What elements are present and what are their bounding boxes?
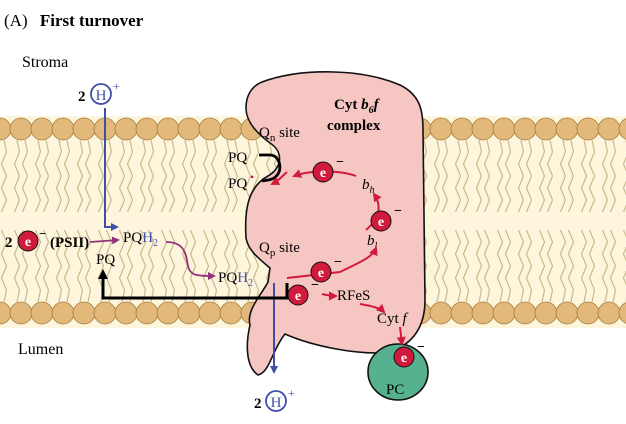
radical-dot: • [250, 170, 254, 184]
lipid-head-stromal [556, 118, 578, 140]
proton-bottom-symbol: H [271, 395, 282, 411]
complex-name-prefix: Cyt [334, 97, 361, 113]
electron-pc-charge: − [417, 340, 425, 355]
lipid-head-lumenal [430, 302, 452, 324]
lipid-head-lumenal [52, 302, 74, 324]
lipid-head-lumenal [115, 302, 137, 324]
lipid-head-lumenal [493, 302, 515, 324]
lipid-head-lumenal [178, 302, 200, 324]
plastocyanin-label: PC [386, 382, 404, 398]
lipid-head-stromal [115, 118, 137, 140]
psii-electron-symbol: e [25, 235, 31, 250]
lipid-head-stromal [598, 118, 620, 140]
stroma-label: Stroma [22, 54, 68, 71]
lipid-head-lumenal [451, 302, 473, 324]
lipid-head-stromal [157, 118, 179, 140]
cofactor-cytf-prefix: Cyt [377, 311, 402, 327]
proton-top-count: 2 [78, 89, 86, 105]
pqh2-qp-h: H [237, 270, 248, 286]
lipid-head-stromal [199, 118, 221, 140]
electron-qp-upper-charge: − [334, 255, 342, 270]
lipid-head-stromal [451, 118, 473, 140]
pqh2-qp-base: PQ [218, 270, 237, 286]
electron-qn-charge: − [336, 155, 344, 170]
lipid-head-stromal [430, 118, 452, 140]
lipid-head-stromal [577, 118, 599, 140]
lipid-head-lumenal [577, 302, 599, 324]
lipid-head-stromal [73, 118, 95, 140]
electron-qp-lower-symbol: e [295, 289, 301, 304]
electron-b-heme-symbol: e [378, 215, 384, 230]
electron-qp-lower-charge: − [311, 278, 319, 293]
lipid-head-lumenal [535, 302, 557, 324]
qn-pq-label: PQ [228, 150, 247, 166]
qp-site-word: site [275, 240, 300, 256]
left-pq-label: PQ [96, 252, 115, 268]
psii-electron-charge: − [39, 226, 46, 241]
electron-qn-symbol: e [320, 166, 326, 181]
cofactor-rfes: RFeS [337, 288, 370, 304]
electron-pc-symbol: e [401, 351, 407, 366]
lipid-head-lumenal [598, 302, 620, 324]
lipid-head-stromal [514, 118, 536, 140]
lipid-head-stromal [10, 118, 32, 140]
qn-site-word: site [275, 125, 300, 141]
proton-bottom-charge: + [288, 386, 295, 400]
lipid-head-stromal [31, 118, 53, 140]
lipid-head-stromal [178, 118, 200, 140]
qn-pq-radical-label: PQ [228, 176, 247, 192]
panel-label: (A) [4, 11, 28, 30]
pqh2-stromal-subscript: 2 [153, 238, 158, 249]
lipid-head-lumenal [31, 302, 53, 324]
lipid-head-lumenal [157, 302, 179, 324]
psii-electron-count: 2 [5, 235, 13, 251]
electron-b-heme-charge: − [394, 204, 402, 219]
qp-q: Q [259, 240, 270, 256]
lipid-head-stromal [220, 118, 242, 140]
lipid-head-stromal [493, 118, 515, 140]
qn-q: Q [259, 125, 270, 141]
lipid-head-stromal [52, 118, 74, 140]
proton-bottom: 2 H + [254, 386, 295, 412]
proton-top-symbol: H [96, 88, 107, 104]
lipid-head-lumenal [472, 302, 494, 324]
lipid-head-lumenal [514, 302, 536, 324]
pqh2-stromal-base: PQ [123, 230, 142, 246]
panel-heading: (A) First turnover [4, 11, 144, 30]
pqh2-qp-subscript: 2 [248, 278, 253, 289]
lipid-head-lumenal [199, 302, 221, 324]
psii-source-label: (PSII) [50, 235, 89, 251]
lumen-label: Lumen [18, 341, 63, 358]
pqh2-stromal-h: H [142, 230, 153, 246]
cofactor-cytf: Cyt f [377, 311, 408, 327]
lipid-head-lumenal [136, 302, 158, 324]
lipid-head-lumenal [10, 302, 32, 324]
lipid-head-stromal [136, 118, 158, 140]
proton-top: 2 H + [78, 79, 120, 105]
proton-bottom-count: 2 [254, 396, 262, 412]
lipid-head-stromal [535, 118, 557, 140]
lipid-head-lumenal [94, 302, 116, 324]
lipid-head-stromal [472, 118, 494, 140]
panel-title: First turnover [40, 11, 144, 30]
lipid-head-lumenal [73, 302, 95, 324]
proton-top-charge: + [113, 79, 120, 93]
complex-name-line2: complex [327, 118, 381, 134]
lipid-head-lumenal [556, 302, 578, 324]
lipid-head-lumenal [220, 302, 242, 324]
